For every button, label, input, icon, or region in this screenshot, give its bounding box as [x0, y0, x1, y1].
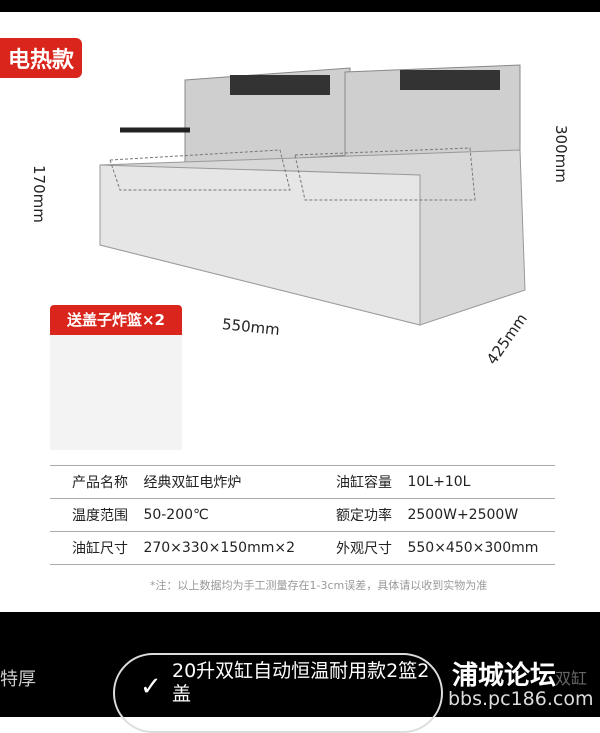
lid-basket-image [50, 335, 182, 450]
height-label-left: 170mm [30, 165, 48, 223]
check-icon: ✓ [140, 672, 162, 702]
spec-label: 外观尺寸 [314, 531, 402, 565]
option-next[interactable]: 双缸 [555, 669, 588, 688]
spec-label: 产品名称 [50, 465, 138, 499]
spec-value: 270×330×150mm×2 [137, 531, 315, 565]
spec-value: 经典双缸电炸炉 [137, 465, 315, 499]
height-label-right: 300mm [552, 125, 570, 183]
fryer-image [99, 64, 526, 326]
spec-label: 油缸容量 [314, 465, 402, 499]
spec-value: 550×450×300mm [401, 531, 555, 565]
note: *注：以上数据均为手工测量存在1-3cm误差，具体请以收到实物为准 [150, 579, 488, 592]
spec-label: 额定功率 [314, 498, 402, 532]
watermark-url: bbs.pc186.com [448, 688, 594, 710]
spec-value: 50-200℃ [137, 498, 315, 532]
option-label[interactable]: 20升双缸自动恒温耐用款2篮2盖 [172, 660, 430, 705]
option-bar [0, 612, 600, 717]
gift-label: 送盖子炸篮×2 [50, 305, 182, 335]
type-badge: 电热款 [0, 38, 83, 78]
watermark-title: 浦城论坛 [452, 661, 557, 691]
option-prev[interactable]: 特厚 [0, 669, 36, 690]
spec-label: 温度范围 [50, 498, 138, 532]
spec-value: 2500W+2500W [401, 498, 555, 532]
spec-label: 油缸尺寸 [50, 531, 138, 565]
spec-value: 10L+10L [401, 465, 555, 499]
top-bar [0, 0, 600, 12]
